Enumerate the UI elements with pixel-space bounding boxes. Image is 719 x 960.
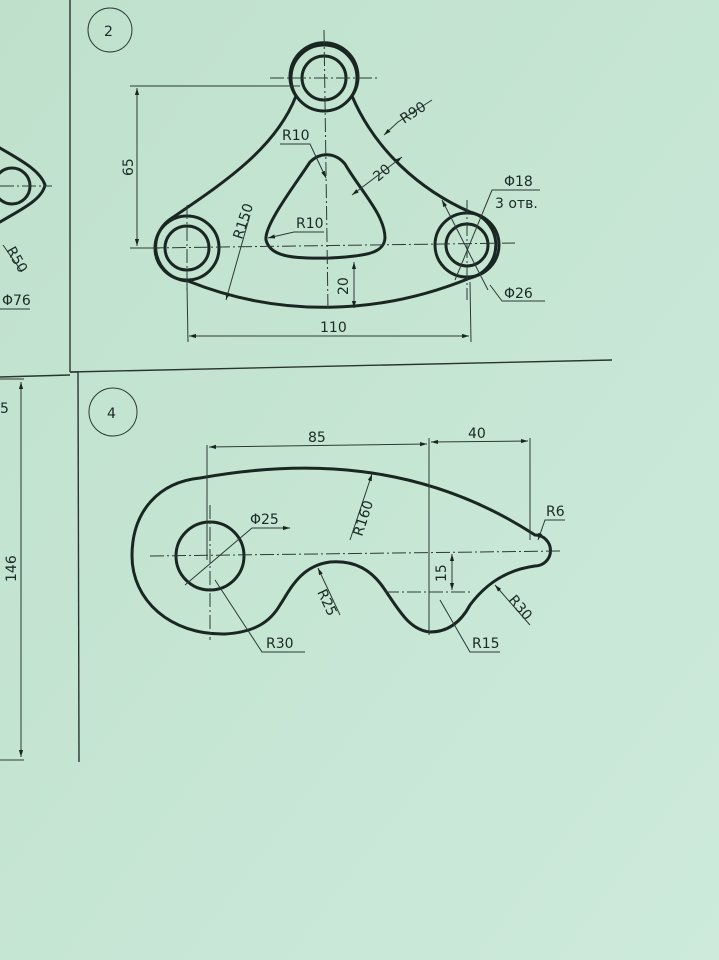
figure-4-number: 4 bbox=[107, 406, 116, 422]
dim-d18: Φ18 bbox=[504, 174, 533, 190]
dim-65: 65 bbox=[121, 158, 137, 176]
dim-r30-left: R30 bbox=[266, 636, 294, 652]
dim-d26: Φ26 bbox=[504, 286, 533, 302]
dim-r15: R15 bbox=[472, 636, 500, 652]
frag-5-label: 5 bbox=[0, 401, 9, 417]
dim-r10-inner: R10 bbox=[296, 216, 324, 232]
dim-r6: R6 bbox=[546, 504, 565, 520]
figure-2-number: 2 bbox=[104, 24, 113, 40]
dim-85: 85 bbox=[308, 430, 326, 446]
dim-15: 15 bbox=[434, 564, 450, 582]
left-partial-drawing: R50 Φ76 5 146 bbox=[0, 146, 52, 761]
dim-110: 110 bbox=[320, 320, 347, 336]
sheet-frame bbox=[0, 0, 613, 763]
dim-20-bottom: 20 bbox=[336, 277, 352, 295]
height-146-label: 146 bbox=[4, 555, 20, 582]
figure-number-circle-4 bbox=[88, 387, 138, 437]
d76-label: Φ76 bbox=[2, 293, 31, 309]
dim-r10-top: R10 bbox=[282, 128, 310, 144]
figure-number-circle bbox=[87, 7, 133, 53]
dim-d25: Φ25 bbox=[250, 512, 279, 528]
dim-40: 40 bbox=[468, 426, 486, 442]
dim-hole-count: 3 отв. bbox=[495, 196, 538, 212]
